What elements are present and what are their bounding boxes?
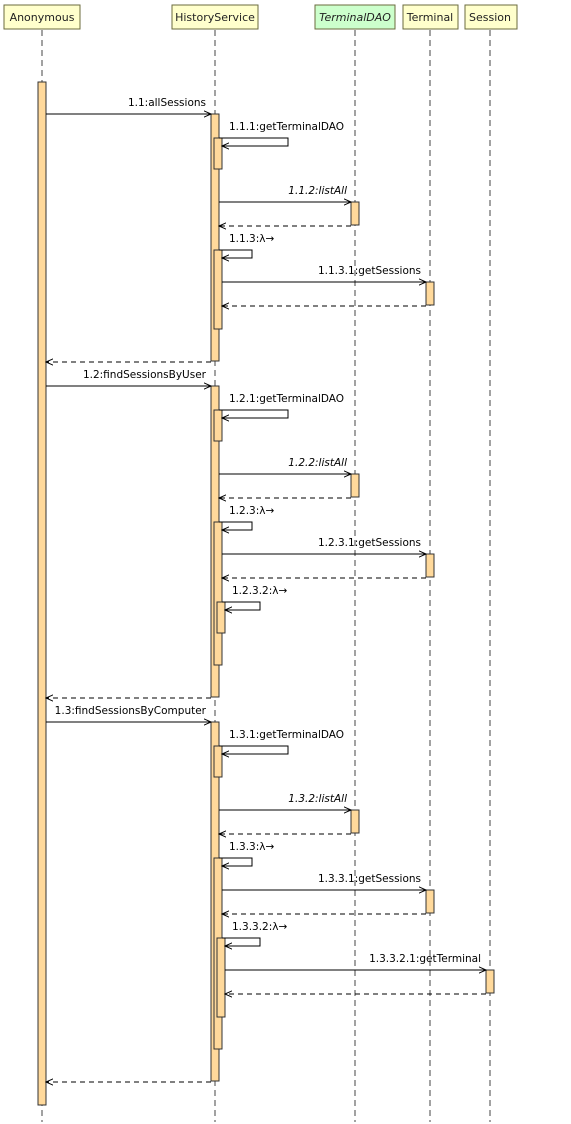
participant-box xyxy=(171,4,259,30)
message-label: 1.3:findSessionsByComputer xyxy=(55,705,207,717)
participant-box xyxy=(314,4,396,30)
message-self[interactable]: 1.3.1:getTerminalDAO xyxy=(219,729,344,754)
activation-bar xyxy=(213,745,223,778)
participant-label: Session xyxy=(469,11,511,24)
activation-bar xyxy=(213,409,223,442)
participant-box xyxy=(3,4,81,30)
message-self[interactable]: 1.1.3:λ→ xyxy=(219,233,274,258)
message-self[interactable]: 1.2.3.2:λ→ xyxy=(222,585,287,610)
message-self[interactable]: 1.2.3:λ→ xyxy=(219,505,274,530)
message-call[interactable]: 1.2.3.1:getSessions xyxy=(222,537,426,554)
participant-box xyxy=(402,4,459,30)
message-label: 1.1.3:λ→ xyxy=(229,233,274,245)
message-arrow xyxy=(222,937,261,946)
activation-bar xyxy=(425,281,435,306)
participant-history-service[interactable]: HistoryService xyxy=(171,4,259,30)
message-arrow xyxy=(219,857,253,866)
message-label: 1.3.3.1:getSessions xyxy=(318,873,421,885)
message-arrow xyxy=(219,137,289,146)
message-self[interactable]: 1.3.3:λ→ xyxy=(219,841,274,866)
messages: 1.1:allSessions 1.1.1:getTerminalDAO 1.1… xyxy=(46,97,486,1082)
message-label: 1.2:findSessionsByUser xyxy=(83,369,207,381)
message-self[interactable]: 1.2.1:getTerminalDAO xyxy=(219,393,344,418)
message-call[interactable]: 1.3.3.1:getSessions xyxy=(222,873,426,890)
activation-bar xyxy=(216,937,226,1018)
message-label: 1.3.2:listAll xyxy=(288,793,347,805)
message-label: 1.3.3.2.1:getTerminal xyxy=(369,953,481,965)
activation-bar xyxy=(210,113,220,362)
activation-bar xyxy=(350,809,360,834)
participant-box xyxy=(464,4,518,30)
message-label: 1.3.1:getTerminalDAO xyxy=(229,729,344,741)
message-call[interactable]: 1.3.2:listAll xyxy=(219,793,351,810)
message-arrow xyxy=(219,249,253,258)
message-arrow xyxy=(219,521,253,530)
message-self[interactable]: 1.3.3.2:λ→ xyxy=(222,921,287,946)
activation-bar xyxy=(425,553,435,578)
activation-bar xyxy=(213,137,223,170)
message-label: 1.3.3.2:λ→ xyxy=(232,921,287,933)
message-label: 1.2.3.2:λ→ xyxy=(232,585,287,597)
message-label: 1.3.3:λ→ xyxy=(229,841,274,853)
activations xyxy=(37,81,495,1106)
activation-bar xyxy=(485,969,495,994)
participant-session[interactable]: Session xyxy=(464,4,518,30)
participant-terminal-dao[interactable]: TerminalDAO xyxy=(314,4,396,30)
message-label: 1.1.1:getTerminalDAO xyxy=(229,121,344,133)
message-arrow xyxy=(222,601,261,610)
activation-bar xyxy=(216,601,226,634)
activation-bar xyxy=(37,81,47,1106)
participant-label: Anonymous xyxy=(10,11,75,24)
activation-bar xyxy=(350,473,360,498)
participant-anonymous[interactable]: Anonymous xyxy=(3,4,81,30)
message-self[interactable]: 1.1.1:getTerminalDAO xyxy=(219,121,344,146)
activation-bar xyxy=(350,201,360,226)
message-label: 1.2.1:getTerminalDAO xyxy=(229,393,344,405)
participant-terminal[interactable]: Terminal xyxy=(402,4,459,30)
message-label: 1.1.3.1:getSessions xyxy=(318,265,421,277)
message-label: 1.1.2:listAll xyxy=(288,185,347,197)
message-call[interactable]: 1.3.3.2.1:getTerminal xyxy=(225,953,486,970)
message-call[interactable]: 1.3:findSessionsByComputer xyxy=(46,705,211,722)
participant-label: Terminal xyxy=(406,11,454,24)
message-label: 1.1:allSessions xyxy=(128,97,206,109)
message-call[interactable]: 1.1.2:listAll xyxy=(219,185,351,202)
message-call[interactable]: 1.1:allSessions xyxy=(46,97,211,114)
message-call[interactable]: 1.2:findSessionsByUser xyxy=(46,369,211,386)
message-arrow xyxy=(219,409,289,418)
participant-label: TerminalDAO xyxy=(319,11,391,24)
message-label: 1.2.2:listAll xyxy=(288,457,347,469)
message-call[interactable]: 1.2.2:listAll xyxy=(219,457,351,474)
message-call[interactable]: 1.1.3.1:getSessions xyxy=(222,265,426,282)
activation-bar xyxy=(213,249,223,330)
activation-bar xyxy=(425,889,435,914)
participants: Anonymous HistoryService TerminalDAO Ter… xyxy=(3,4,518,30)
message-label: 1.2.3.1:getSessions xyxy=(318,537,421,549)
participant-label: HistoryService xyxy=(175,11,255,24)
message-label: 1.2.3:λ→ xyxy=(229,505,274,517)
activation-bar xyxy=(213,521,223,666)
message-arrow xyxy=(219,745,289,754)
